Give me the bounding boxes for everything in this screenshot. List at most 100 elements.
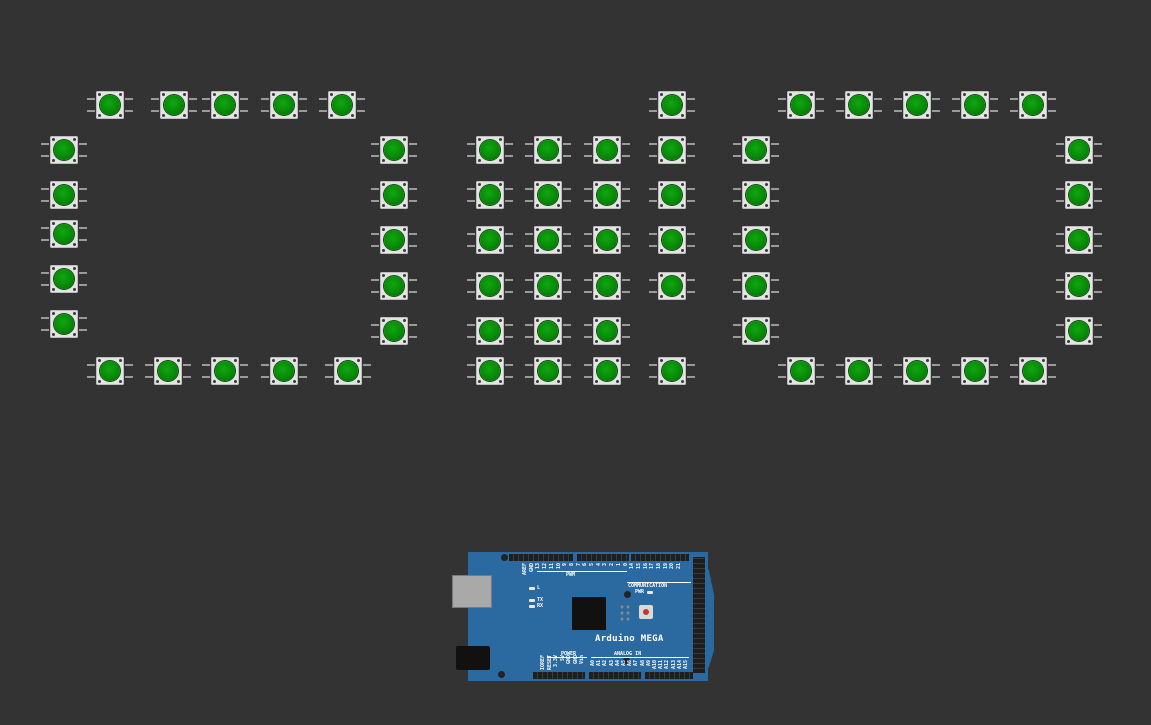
pushbutton[interactable] (1056, 317, 1102, 345)
pushbutton[interactable] (733, 181, 779, 209)
pushbutton[interactable] (649, 272, 695, 300)
pushbutton[interactable] (649, 357, 695, 385)
analog-header-right[interactable] (645, 672, 693, 679)
pushbutton[interactable] (836, 91, 882, 119)
pushbutton[interactable] (584, 357, 630, 385)
pushbutton[interactable] (261, 357, 307, 385)
pushbutton[interactable] (894, 91, 940, 119)
pushbutton-cap-icon[interactable] (274, 95, 294, 115)
pushbutton[interactable] (584, 181, 630, 209)
power-header[interactable] (533, 672, 585, 679)
pushbutton[interactable] (778, 91, 824, 119)
pushbutton[interactable] (41, 220, 87, 248)
pushbutton-cap-icon[interactable] (662, 276, 682, 296)
pushbutton[interactable] (894, 357, 940, 385)
pushbutton-cap-icon[interactable] (54, 269, 74, 289)
pushbutton-cap-icon[interactable] (597, 140, 617, 160)
pushbutton[interactable] (1010, 357, 1056, 385)
pushbutton-cap-icon[interactable] (384, 185, 404, 205)
pushbutton[interactable] (952, 91, 998, 119)
pushbutton-cap-icon[interactable] (100, 95, 120, 115)
pushbutton-cap-icon[interactable] (1023, 361, 1043, 381)
pushbutton[interactable] (1056, 272, 1102, 300)
pushbutton-cap-icon[interactable] (54, 314, 74, 334)
pushbutton[interactable] (649, 181, 695, 209)
pushbutton[interactable] (261, 91, 307, 119)
pushbutton[interactable] (1056, 136, 1102, 164)
pushbutton-cap-icon[interactable] (384, 230, 404, 250)
pushbutton[interactable] (151, 91, 197, 119)
pushbutton-cap-icon[interactable] (746, 230, 766, 250)
pushbutton-cap-icon[interactable] (662, 95, 682, 115)
pushbutton-cap-icon[interactable] (597, 361, 617, 381)
pushbutton-cap-icon[interactable] (1069, 185, 1089, 205)
pushbutton[interactable] (202, 91, 248, 119)
pushbutton-cap-icon[interactable] (538, 230, 558, 250)
pushbutton-cap-icon[interactable] (54, 140, 74, 160)
pushbutton-cap-icon[interactable] (907, 361, 927, 381)
pushbutton-cap-icon[interactable] (480, 230, 500, 250)
pushbutton[interactable] (525, 317, 571, 345)
pushbutton[interactable] (952, 357, 998, 385)
pushbutton-cap-icon[interactable] (597, 321, 617, 341)
pushbutton-cap-icon[interactable] (215, 361, 235, 381)
pushbutton-cap-icon[interactable] (480, 321, 500, 341)
pushbutton[interactable] (41, 265, 87, 293)
pushbutton-cap-icon[interactable] (849, 95, 869, 115)
pushbutton[interactable] (202, 357, 248, 385)
pushbutton[interactable] (649, 136, 695, 164)
pushbutton[interactable] (733, 317, 779, 345)
pushbutton[interactable] (371, 317, 417, 345)
pushbutton[interactable] (525, 357, 571, 385)
pushbutton[interactable] (1056, 181, 1102, 209)
pushbutton[interactable] (371, 226, 417, 254)
pushbutton-cap-icon[interactable] (384, 140, 404, 160)
pushbutton-cap-icon[interactable] (338, 361, 358, 381)
pushbutton-cap-icon[interactable] (480, 276, 500, 296)
pushbutton[interactable] (467, 181, 513, 209)
pushbutton[interactable] (649, 226, 695, 254)
pushbutton[interactable] (41, 136, 87, 164)
pushbutton-cap-icon[interactable] (965, 361, 985, 381)
pushbutton-cap-icon[interactable] (849, 361, 869, 381)
pushbutton-cap-icon[interactable] (100, 361, 120, 381)
pushbutton-cap-icon[interactable] (1069, 321, 1089, 341)
pushbutton-cap-icon[interactable] (538, 140, 558, 160)
pushbutton-cap-icon[interactable] (597, 230, 617, 250)
pushbutton-cap-icon[interactable] (215, 95, 235, 115)
pushbutton[interactable] (525, 136, 571, 164)
pushbutton[interactable] (145, 357, 191, 385)
pushbutton[interactable] (649, 91, 695, 119)
digital-header-left[interactable] (509, 554, 573, 561)
reset-button[interactable] (639, 605, 653, 619)
pushbutton[interactable] (41, 181, 87, 209)
pushbutton[interactable] (371, 272, 417, 300)
pushbutton-cap-icon[interactable] (746, 185, 766, 205)
pushbutton-cap-icon[interactable] (480, 140, 500, 160)
pushbutton[interactable] (525, 272, 571, 300)
pushbutton-cap-icon[interactable] (538, 361, 558, 381)
pushbutton-cap-icon[interactable] (597, 276, 617, 296)
pushbutton[interactable] (525, 181, 571, 209)
pushbutton[interactable] (467, 317, 513, 345)
pushbutton-cap-icon[interactable] (791, 361, 811, 381)
pushbutton-cap-icon[interactable] (1069, 140, 1089, 160)
pushbutton-cap-icon[interactable] (746, 276, 766, 296)
pushbutton-cap-icon[interactable] (1069, 230, 1089, 250)
pushbutton[interactable] (371, 181, 417, 209)
pushbutton[interactable] (87, 357, 133, 385)
pushbutton[interactable] (733, 272, 779, 300)
pushbutton[interactable] (525, 226, 571, 254)
pushbutton[interactable] (87, 91, 133, 119)
pushbutton[interactable] (467, 272, 513, 300)
pushbutton[interactable] (733, 136, 779, 164)
pushbutton-cap-icon[interactable] (332, 95, 352, 115)
pushbutton[interactable] (733, 226, 779, 254)
pushbutton[interactable] (467, 357, 513, 385)
pushbutton-cap-icon[interactable] (662, 140, 682, 160)
pushbutton[interactable] (584, 317, 630, 345)
pushbutton-cap-icon[interactable] (158, 361, 178, 381)
pushbutton-cap-icon[interactable] (274, 361, 294, 381)
pushbutton[interactable] (836, 357, 882, 385)
